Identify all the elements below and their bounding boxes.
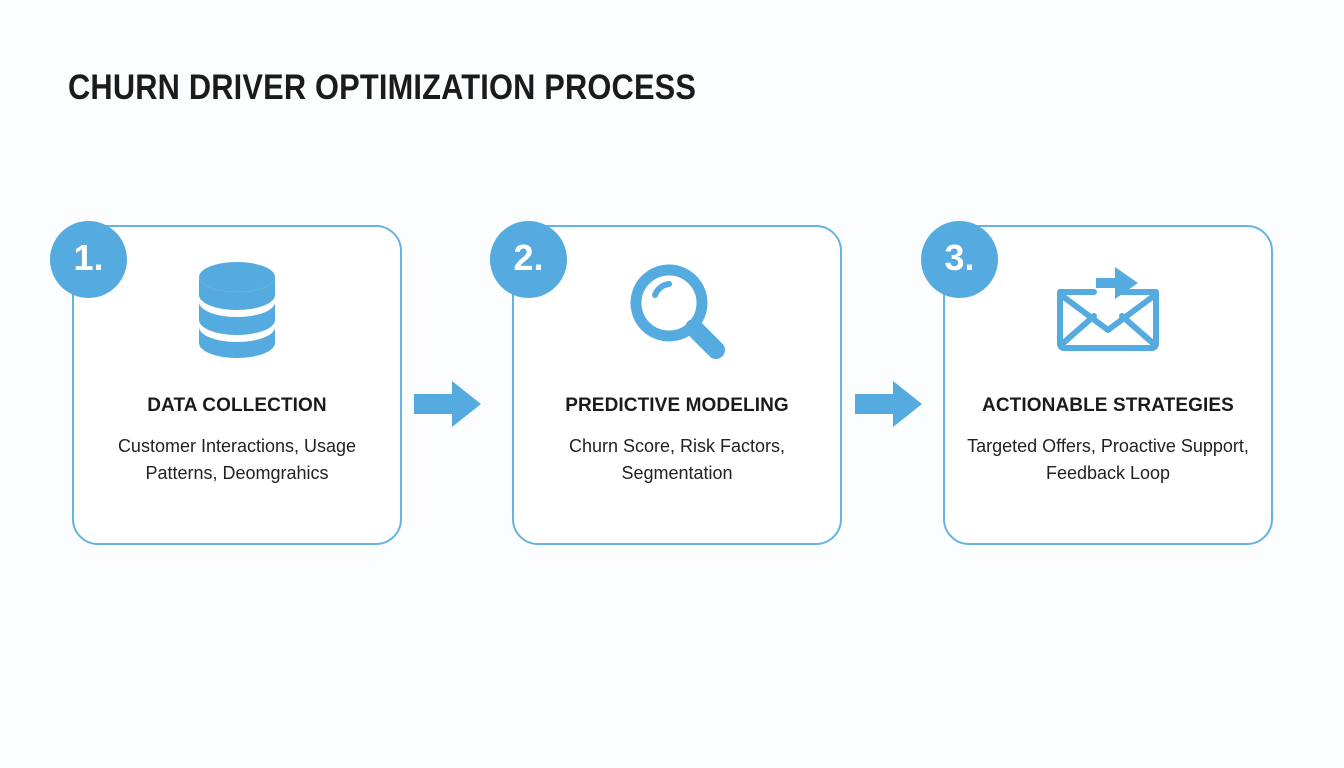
step-heading: DATA COLLECTION — [147, 395, 327, 416]
database-icon — [195, 260, 279, 365]
step-card — [512, 225, 842, 545]
step-description: Customer Interactions, Usage Patterns, D… — [117, 436, 357, 483]
connector-arrow-2 — [855, 380, 923, 428]
connector-arrow-1 — [414, 380, 482, 428]
step-number-badge: 2. — [490, 221, 567, 298]
step-icon-container — [72, 253, 402, 371]
process-step-1[interactable]: 1. DATA COLLECTION Customer Interactions… — [50, 221, 402, 545]
step-number-badge: 3. — [921, 221, 998, 298]
process-step-2[interactable]: 2. PREDICTIVE MODELING Churn Score, Risk… — [490, 221, 842, 545]
arrow-right-icon — [414, 381, 482, 432]
process-flow: 1. DATA COLLECTION Customer Interactions… — [0, 221, 1344, 545]
process-step-3[interactable]: 3. ACTIONABLE STRATEGIES Targeted Offers… — [921, 221, 1273, 545]
step-number-badge: 1. — [50, 221, 127, 298]
step-description: Targeted Offers, Proactive Support, Feed… — [967, 436, 1249, 483]
envelope-send-icon — [1052, 264, 1164, 361]
step-heading: ACTIONABLE STRATEGIES — [982, 395, 1234, 416]
magnifier-icon — [625, 259, 729, 366]
arrow-right-icon — [855, 381, 923, 432]
step-icon-container — [943, 253, 1273, 371]
step-icon-container — [512, 253, 842, 371]
step-heading: PREDICTIVE MODELING — [565, 395, 789, 416]
step-description: Churn Score, Risk Factors, Segmentation — [568, 436, 786, 483]
page-title: CHURN DRIVER OPTIMIZATION PROCESS — [68, 68, 697, 107]
